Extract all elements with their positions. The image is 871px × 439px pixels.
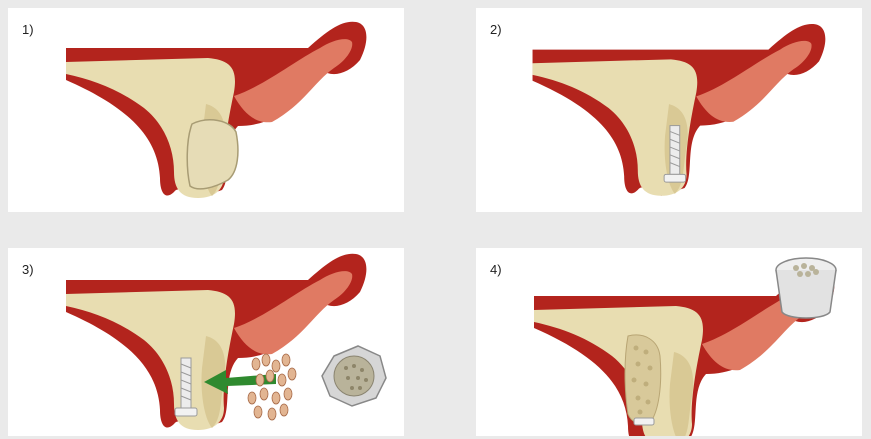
bone-graft-particles bbox=[248, 354, 296, 420]
panel-step-2: 2) bbox=[476, 8, 862, 212]
jaw-illustration bbox=[476, 248, 862, 436]
jaw-illustration bbox=[8, 248, 404, 436]
bone-block-graft bbox=[187, 120, 238, 189]
panel-step-4: 4) bbox=[476, 248, 862, 436]
panel-step-3: 3) bbox=[8, 248, 404, 436]
jaw-illustration bbox=[8, 8, 404, 212]
graft-container-cup bbox=[776, 258, 836, 318]
grafted-area bbox=[625, 335, 661, 423]
fixation-screw-head bbox=[634, 418, 654, 425]
panel-step-1: 1) bbox=[8, 8, 404, 212]
jaw-illustration bbox=[476, 8, 862, 212]
graft-container-top-view bbox=[322, 346, 386, 406]
